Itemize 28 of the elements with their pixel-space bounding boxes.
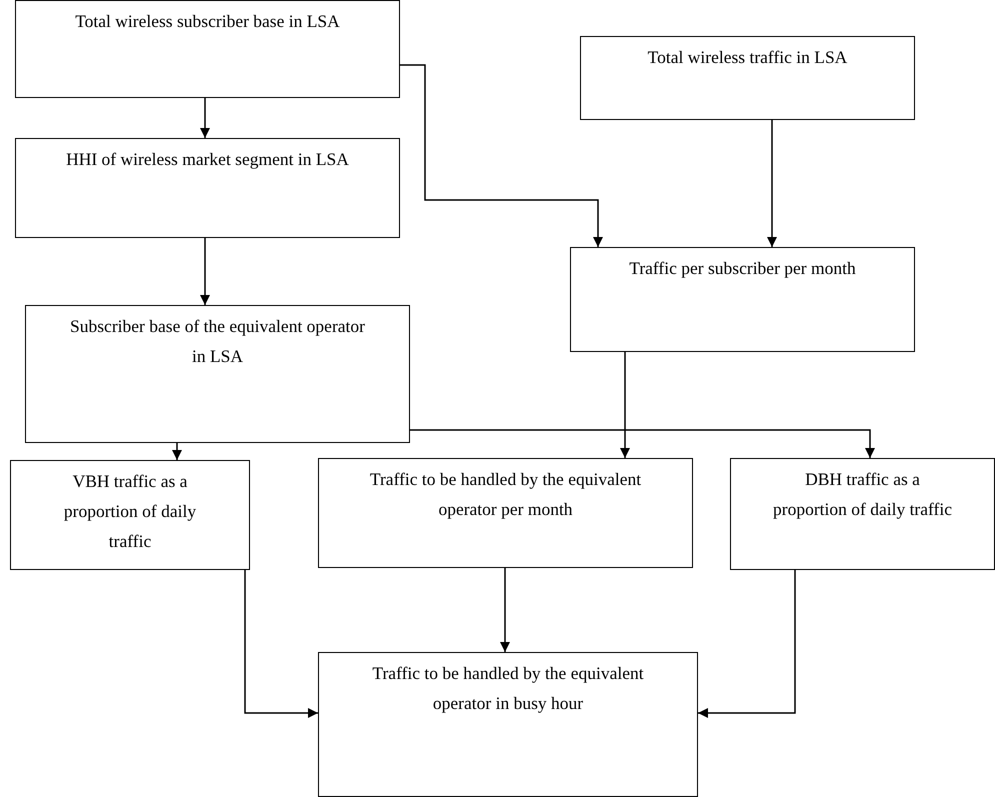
arrow [767, 120, 777, 247]
arrow [500, 568, 510, 652]
process-box [10, 460, 250, 570]
box-text: HHI of wireless market segment in LSA [65, 148, 350, 171]
box-text: Total wireless traffic in LSA [646, 46, 848, 69]
process-box [318, 652, 698, 797]
process-box [15, 0, 400, 98]
process-box [318, 458, 693, 568]
arrow [400, 64, 603, 247]
arrow [244, 570, 318, 718]
box-text: Subscriber base of the equivalent operator in LSA [69, 315, 366, 368]
arrow [410, 429, 875, 458]
arrow [200, 238, 210, 305]
process-box [580, 36, 915, 120]
box-text: VBH traffic as a proportion of daily traffic [62, 470, 198, 552]
arrow [698, 570, 796, 718]
arrow [172, 443, 182, 460]
box-text: DBH traffic as a proportion of daily traffic [772, 468, 953, 521]
arrow [620, 352, 630, 458]
box-text: Traffic per subscriber per month [628, 257, 857, 280]
box-text: Traffic to be handled by the equivalent operator in busy hour [371, 662, 645, 715]
box-text: Traffic to be handled by the equivalent operator per month [368, 468, 642, 521]
box-text: Total wireless subscriber base in LSA [74, 10, 341, 33]
process-box [570, 247, 915, 352]
process-box [25, 305, 410, 443]
arrow [200, 98, 210, 138]
process-box [15, 138, 400, 238]
process-box [730, 458, 995, 570]
